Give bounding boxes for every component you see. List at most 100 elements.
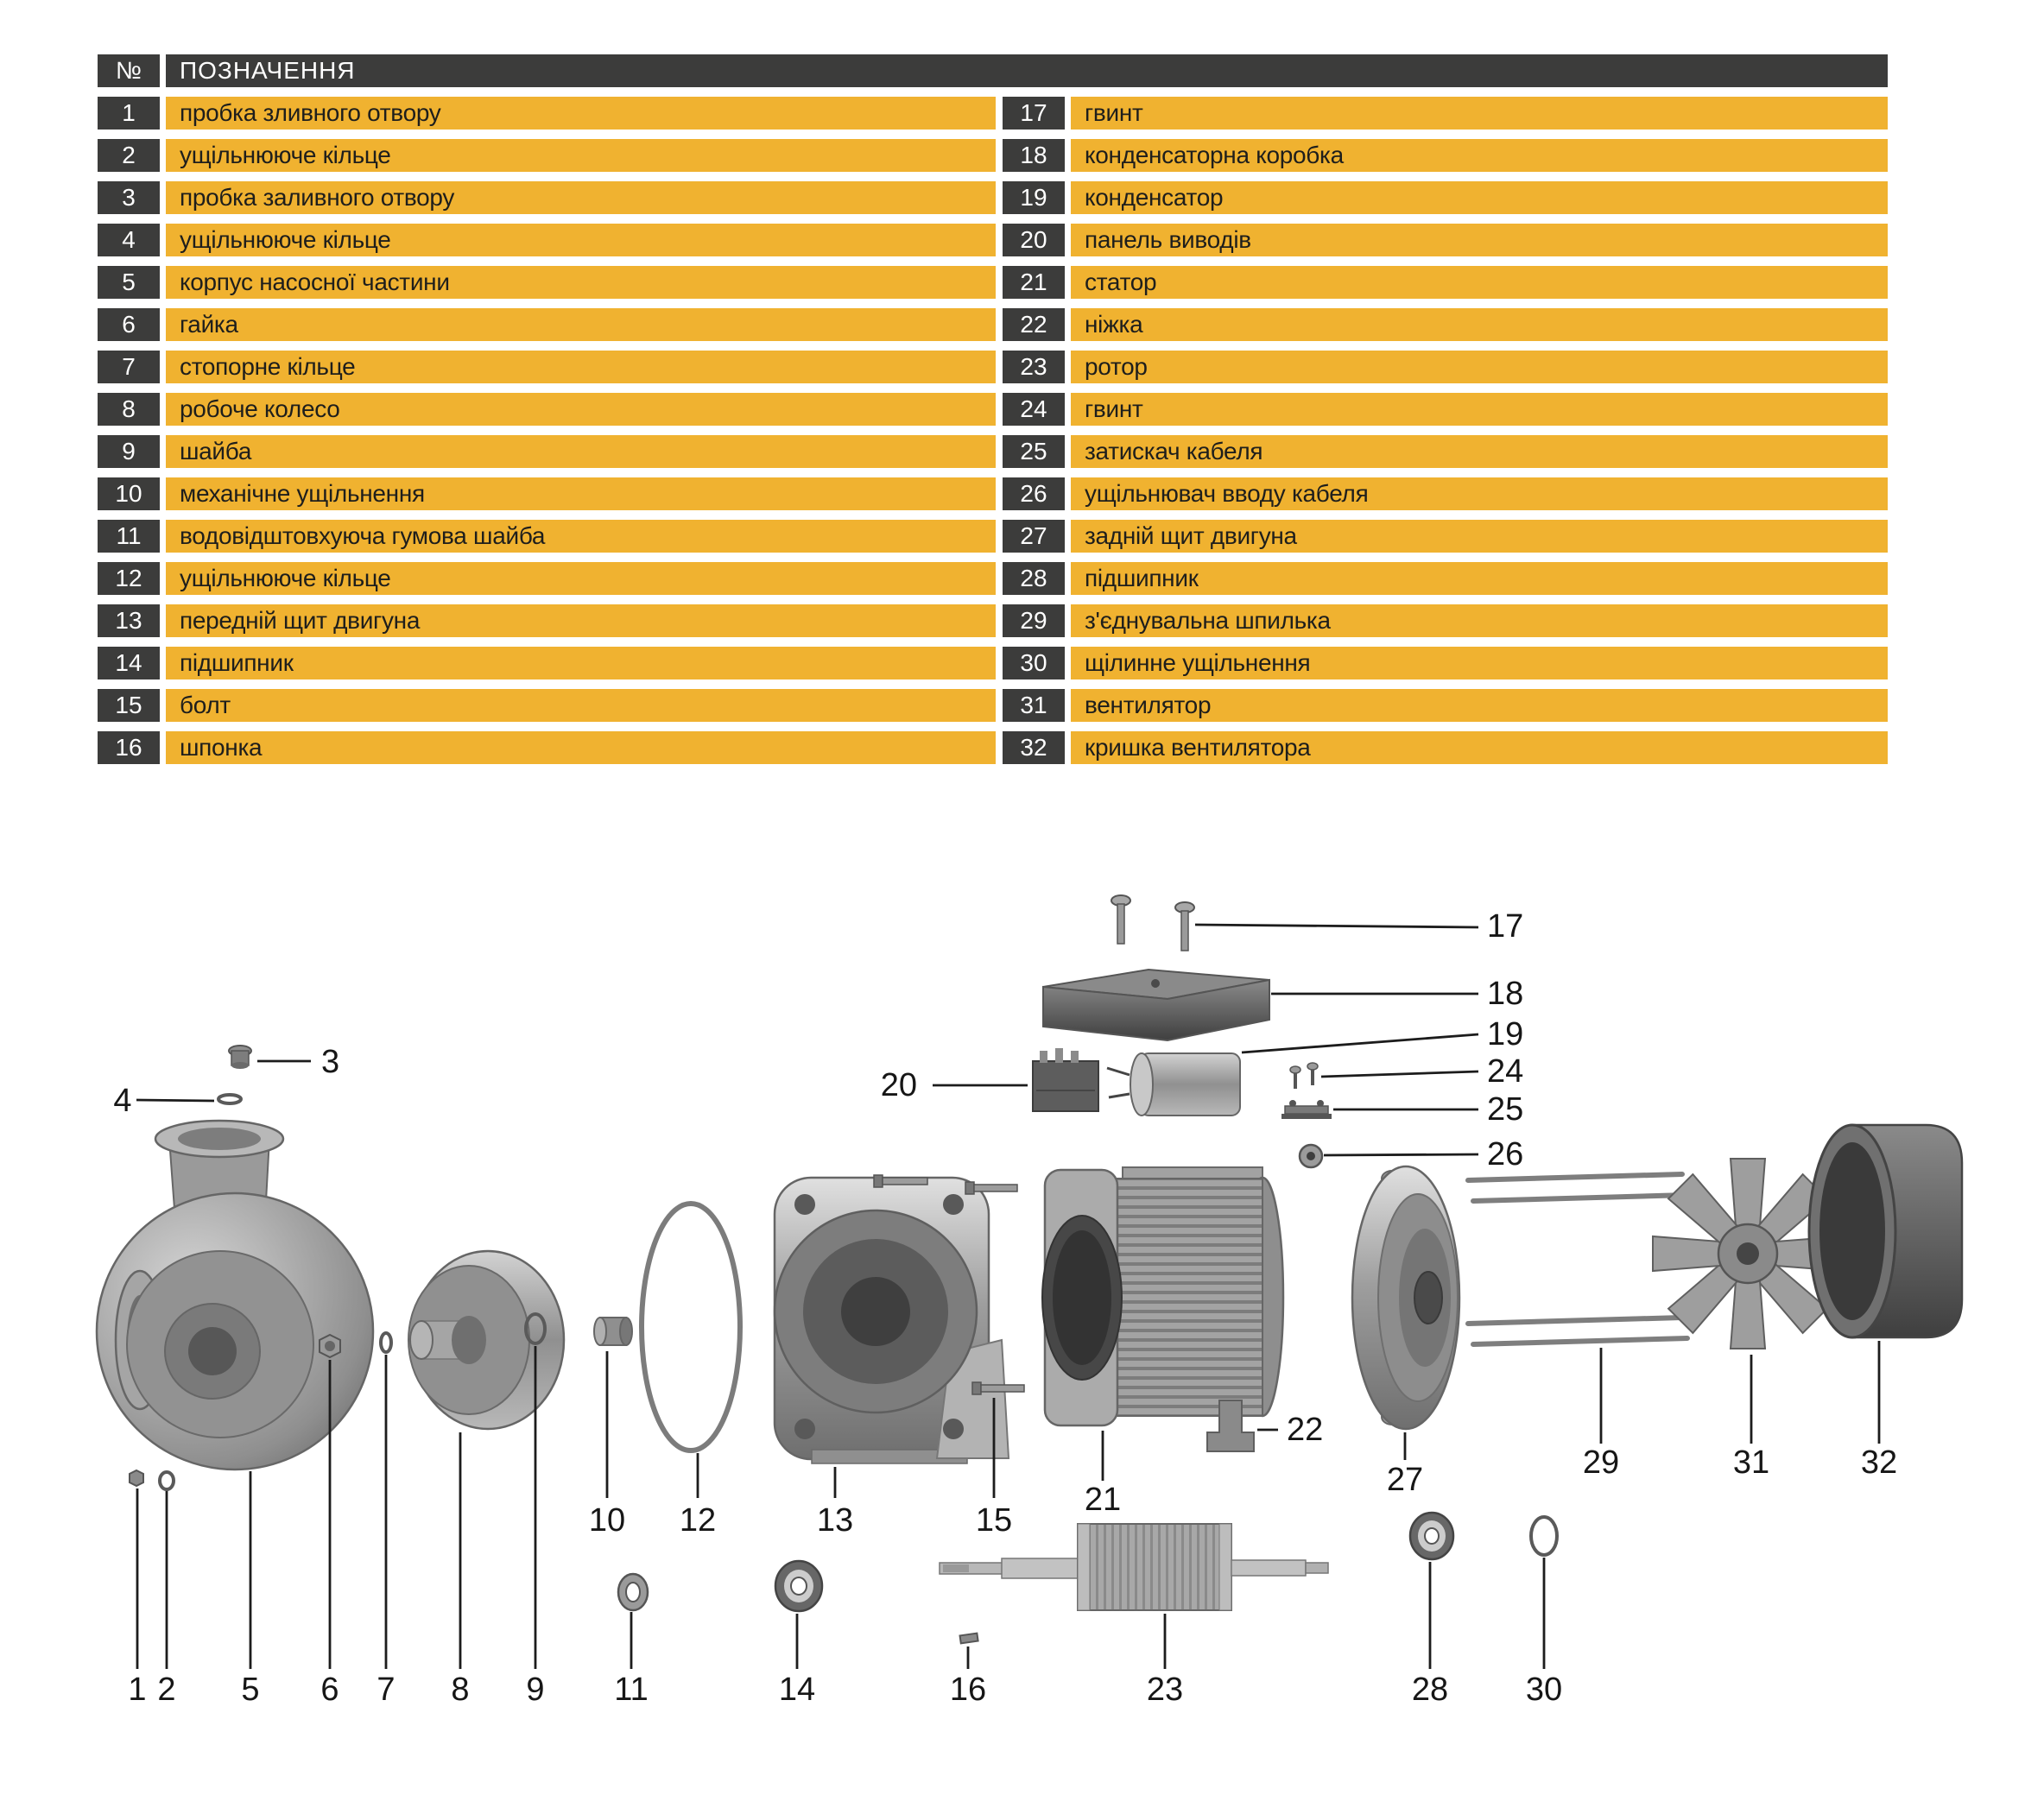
callout-18: 18 — [1487, 976, 1523, 1012]
callout-23: 23 — [1147, 1672, 1183, 1708]
callout-11: 11 — [614, 1672, 648, 1708]
callout-13: 13 — [817, 1502, 853, 1539]
cable-gland-part — [1298, 1143, 1324, 1169]
callout-12: 12 — [680, 1502, 716, 1539]
cable-clamp-part — [1281, 1100, 1332, 1119]
part-label-cell: гвинт — [1071, 393, 1888, 426]
part-label-cell: ущільнювач вводу кабеля — [1071, 477, 1888, 510]
table-header-name-cell: ПОЗНАЧЕННЯ — [166, 54, 1888, 87]
callout-14: 14 — [779, 1672, 815, 1708]
exploded-diagram: 1 2 3 4 5 6 7 8 9 10 11 12 13 14 15 16 1… — [95, 894, 1964, 1708]
impeller-part — [408, 1249, 566, 1431]
part-number-cell: 12 — [98, 562, 160, 595]
callout-28: 28 — [1412, 1672, 1448, 1708]
part-number-cell: 17 — [1003, 97, 1065, 130]
callout-20: 20 — [881, 1067, 917, 1103]
callout-26: 26 — [1487, 1136, 1523, 1172]
front-motor-shield-part — [773, 1176, 1010, 1464]
sealing-ring-2-part — [158, 1470, 175, 1491]
callout-32: 32 — [1861, 1444, 1897, 1481]
part-label-cell: шпонка — [166, 731, 996, 764]
part-number-cell: 22 — [1003, 308, 1065, 341]
part-label-cell: пробка зливного отвору — [166, 97, 996, 130]
part-number-cell: 14 — [98, 647, 160, 679]
callout-10: 10 — [589, 1502, 625, 1539]
part-label-cell: затискач кабеля — [1071, 435, 1888, 468]
part-number-cell: 11 — [98, 520, 160, 553]
part-number-cell: 4 — [98, 224, 160, 256]
part-number-cell: 29 — [1003, 604, 1065, 637]
callout-27: 27 — [1387, 1462, 1423, 1498]
bearing-14-part — [774, 1559, 824, 1613]
part-label-cell: механічне ущільнення — [166, 477, 996, 510]
part-number-cell: 18 — [1003, 139, 1065, 172]
callout-30: 30 — [1526, 1672, 1562, 1708]
washer-part — [524, 1312, 547, 1345]
bolts-15-part — [873, 1174, 1025, 1395]
part-label-cell: підшипник — [1071, 562, 1888, 595]
callout-5: 5 — [241, 1672, 259, 1708]
callout-16: 16 — [950, 1672, 986, 1708]
part-number-cell: 7 — [98, 351, 160, 383]
callout-numbers: 1 2 3 4 5 6 7 8 9 10 11 12 13 14 15 16 1… — [113, 908, 1897, 1708]
part-number-cell: 2 — [98, 139, 160, 172]
large-o-ring-part — [639, 1201, 743, 1453]
rear-motor-shield-part — [1351, 1165, 1461, 1431]
part-number-cell: 26 — [1003, 477, 1065, 510]
part-label-cell: кришка вентилятора — [1071, 731, 1888, 764]
motor-foot-part — [1206, 1400, 1255, 1452]
sealing-ring-4-part — [217, 1093, 243, 1105]
callout-15: 15 — [976, 1502, 1012, 1539]
part-label-cell: болт — [166, 689, 996, 722]
part-number-cell: 19 — [1003, 181, 1065, 214]
part-number-cell: 5 — [98, 266, 160, 299]
part-number-cell: 16 — [98, 731, 160, 764]
part-number-cell: 25 — [1003, 435, 1065, 468]
callout-7: 7 — [377, 1672, 395, 1708]
part-label-cell: корпус насосної частини — [166, 266, 996, 299]
part-label-cell: задній щит двигуна — [1071, 520, 1888, 553]
callout-3: 3 — [321, 1044, 339, 1080]
callout-19: 19 — [1487, 1016, 1523, 1052]
retaining-ring-part — [379, 1331, 393, 1354]
part-number-cell: 9 — [98, 435, 160, 468]
part-number-cell: 13 — [98, 604, 160, 637]
callout-2: 2 — [157, 1672, 175, 1708]
part-number-cell: 24 — [1003, 393, 1065, 426]
callout-29: 29 — [1583, 1444, 1619, 1481]
part-label-cell: шайба — [166, 435, 996, 468]
filler-plug-part — [228, 1045, 252, 1069]
part-label-cell: статор — [1071, 266, 1888, 299]
part-label-cell: ущільнююче кільце — [166, 224, 996, 256]
part-label-cell: конденсаторна коробка — [1071, 139, 1888, 172]
capacitor-part — [1106, 1052, 1241, 1116]
callout-17: 17 — [1487, 908, 1523, 945]
screws-17-part — [1111, 894, 1195, 951]
part-label-cell: робоче колесо — [166, 393, 996, 426]
key-part — [959, 1632, 979, 1645]
part-number-cell: 3 — [98, 181, 160, 214]
part-number-cell: 10 — [98, 477, 160, 510]
rubber-washer-part — [617, 1572, 649, 1612]
part-label-cell: підшипник — [166, 647, 996, 679]
callout-31: 31 — [1733, 1444, 1769, 1481]
part-label-cell: щілинне ущільнення — [1071, 647, 1888, 679]
callout-9: 9 — [526, 1672, 544, 1708]
part-label-cell: панель виводів — [1071, 224, 1888, 256]
part-number-cell: 23 — [1003, 351, 1065, 383]
terminal-panel-part — [1032, 1048, 1099, 1112]
bearing-28-part — [1408, 1511, 1455, 1561]
part-number-cell: 30 — [1003, 647, 1065, 679]
